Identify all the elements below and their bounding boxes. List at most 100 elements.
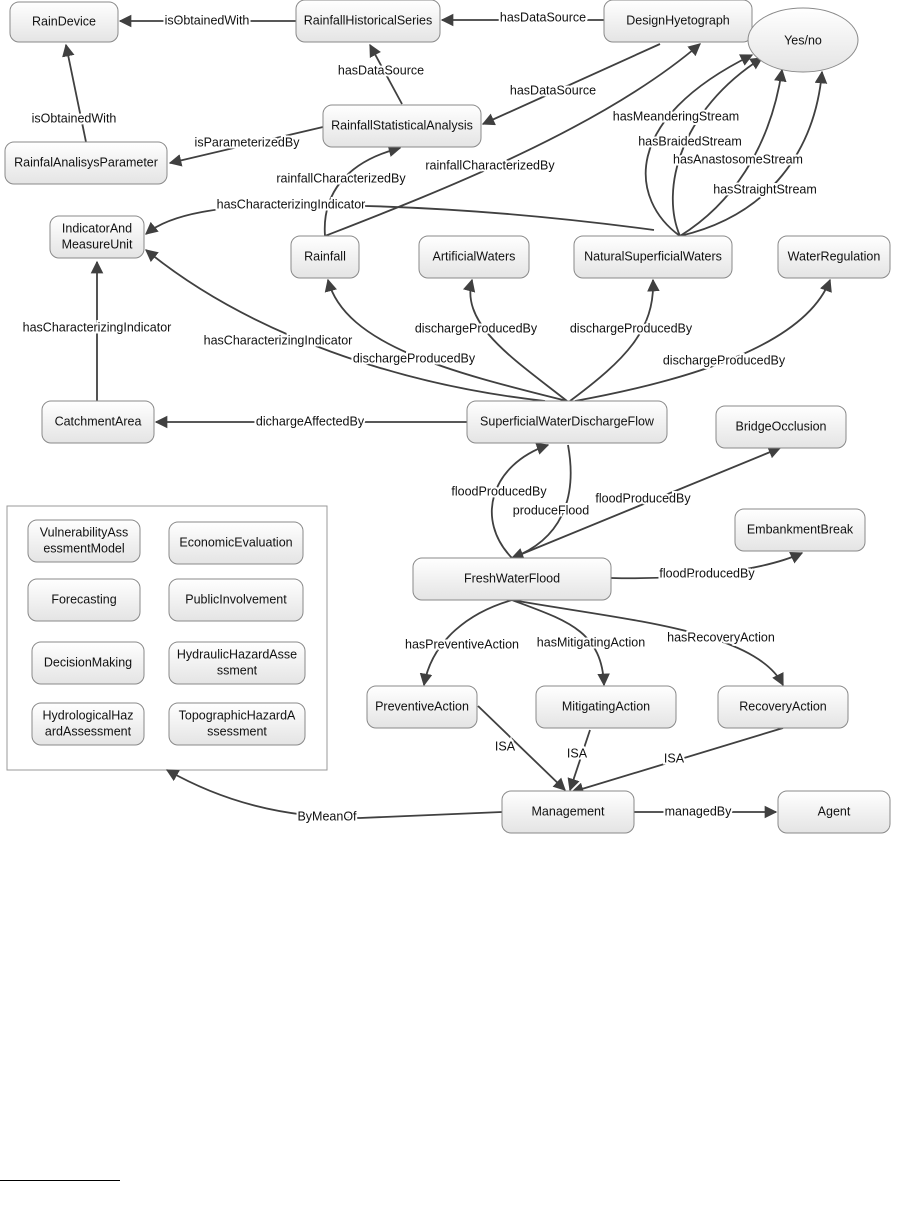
edge-line <box>679 70 828 237</box>
node-label: DecisionMaking <box>44 655 132 669</box>
node-label: Management <box>532 804 605 818</box>
node-label: HydraulicHazardAsse <box>177 647 297 661</box>
node-rainfall-statistical-analysis: RainfallStatisticalAnalysis <box>322 104 482 148</box>
edge-label: ISA <box>664 751 685 765</box>
edge-line <box>463 278 568 402</box>
edge-dischargeproducedby <box>324 278 568 402</box>
edge-line <box>570 727 784 795</box>
edge-label: dischargeProducedBy <box>353 351 476 365</box>
node-design-hyetograph: DesignHyetograph <box>603 0 753 43</box>
edge-line <box>490 442 550 559</box>
node-water-regulation: WaterRegulation <box>777 235 891 279</box>
edge-hascharacterizingindicator <box>145 204 655 235</box>
node-label: essmentModel <box>43 541 124 555</box>
edge-isobtainedwith <box>62 43 87 143</box>
node-label: HydrologicalHaz <box>42 708 133 722</box>
edge-label: hasRecoveryAction <box>667 630 775 644</box>
edge-line <box>145 249 546 402</box>
edge-label: ISA <box>567 746 588 760</box>
edge-line <box>165 769 503 819</box>
node-agent: Agent <box>777 790 891 834</box>
node-preventive-action: PreventiveAction <box>366 685 478 729</box>
edge-line <box>610 552 804 580</box>
edge-rainfallcharacterizedby <box>324 43 701 237</box>
node-label: RainDevice <box>32 14 96 28</box>
edge-label: hasStraightStream <box>713 182 817 196</box>
node-label: PreventiveAction <box>375 699 469 713</box>
edge-line <box>62 43 87 143</box>
footnote-rule <box>0 1180 120 1181</box>
node-economic-evaluation: EconomicEvaluation <box>168 521 304 565</box>
node-rain-device: RainDevice <box>9 1 119 43</box>
edge-label: floodProducedBy <box>659 566 755 580</box>
edge-label: ISA <box>495 739 516 753</box>
edge-label: hasCharacterizingIndicator <box>217 197 366 211</box>
node-label: IndicatorAnd <box>62 221 132 235</box>
node-label: NaturalSuperficialWaters <box>584 249 722 263</box>
edge-isa <box>477 705 566 791</box>
edge-line <box>511 599 610 687</box>
node-label: ArtificialWaters <box>433 249 516 263</box>
node-label: Rainfall <box>304 249 346 263</box>
edge-label: floodProducedBy <box>595 491 691 505</box>
edge-floodproducedby <box>490 442 550 559</box>
node-label: FreshWaterFlood <box>464 571 560 585</box>
edge-label: hasBraidedStream <box>638 134 742 148</box>
node-label: ssment <box>217 663 258 677</box>
edge-line <box>168 126 324 167</box>
node-forecasting: Forecasting <box>27 578 141 622</box>
edge-hasmeanderingstream <box>644 54 754 237</box>
node-management: Management <box>501 790 635 834</box>
edge-floodproducedby <box>511 446 782 559</box>
edge-line <box>569 278 660 402</box>
edge-line <box>510 444 572 560</box>
edge-line <box>511 446 782 559</box>
edge-hasmitigatingaction <box>511 599 610 687</box>
edge-label: hasMeanderingStream <box>613 109 739 123</box>
node-label: ssessment <box>207 724 267 738</box>
edge-label: dichargeAffectedBy <box>256 414 365 428</box>
node-label: DesignHyetograph <box>626 13 730 27</box>
node-label: Agent <box>818 804 851 818</box>
node-rainfall: Rainfall <box>290 235 360 279</box>
node-label: WaterRegulation <box>788 249 881 263</box>
node-label: RainfalAnalisysParameter <box>14 155 158 169</box>
edge-line <box>324 278 568 402</box>
edge-label: produceFlood <box>513 503 589 517</box>
edge-label: hasCharacterizingIndicator <box>23 320 172 334</box>
edge-hasdatasource <box>369 43 403 105</box>
node-label: EconomicEvaluation <box>179 535 292 549</box>
edge-line <box>574 278 832 402</box>
edge-line <box>481 43 661 126</box>
node-natural-superficial-waters: NaturalSuperficialWaters <box>573 235 733 279</box>
edge-label: hasPreventiveAction <box>405 637 519 651</box>
edge-line <box>511 599 784 687</box>
node-label: CatchmentArea <box>55 414 142 428</box>
edge-label: hasDataSource <box>500 10 586 24</box>
node-label: Yes/no <box>784 33 822 47</box>
node-catchment-area: CatchmentArea <box>41 400 155 444</box>
edge-dischargeproducedby <box>574 278 832 402</box>
edge-label: dischargeProducedBy <box>415 321 538 335</box>
edge-hascharacterizingindicator <box>145 249 546 402</box>
node-rainfal-analisys-parameter: RainfalAnalisysParameter <box>4 141 168 185</box>
edge-label: hasAnastosomeStream <box>673 152 803 166</box>
node-hydraulic-hazard-assessment: HydraulicHazardAsse ssment <box>168 641 306 685</box>
node-label: EmbankmentBreak <box>747 522 854 536</box>
edge-label: isParameterizedBy <box>195 135 301 149</box>
edge-label: rainfallCharacterizedBy <box>276 171 406 185</box>
edge-label: floodProducedBy <box>451 484 547 498</box>
edge-label: hasCharacterizingIndicator <box>204 333 353 347</box>
node-label: MeasureUnit <box>62 237 133 251</box>
edge-floodproducedby <box>610 552 804 580</box>
edge-isparameterizedby <box>168 126 324 167</box>
edge-produceflood <box>510 444 572 560</box>
edge-hasstraightstream <box>679 70 828 237</box>
node-label: SuperficialWaterDischargeFlow <box>480 414 655 428</box>
node-label: MitigatingAction <box>562 699 650 713</box>
edge-line <box>671 57 764 237</box>
edge-hasbraidedstream <box>671 57 764 237</box>
